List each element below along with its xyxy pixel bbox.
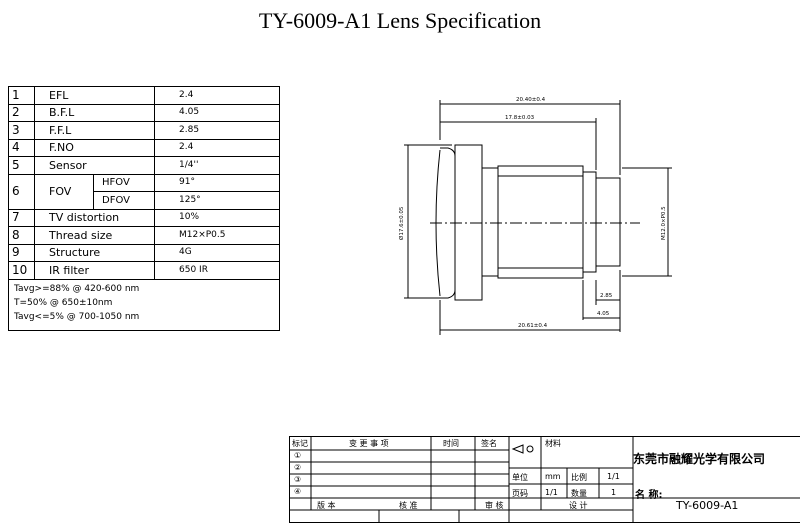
dim-bfl: 4.05 xyxy=(597,311,610,317)
page-title: TY-6009-A1 Lens Specification xyxy=(258,8,542,33)
lens-drawing: 20.40±0.4 17.8±0.03 Ø17.6±0.05 M12.0×P0.… xyxy=(398,97,672,335)
dim-ffl: 2.85 xyxy=(600,293,613,299)
drawing-number: TY-6009-A1 xyxy=(676,499,739,512)
table-row: DFOV 125° xyxy=(9,191,280,210)
dim-overall-top: 20.40±0.4 xyxy=(516,97,546,103)
dim-overall-bottom: 20.61±0.4 xyxy=(518,323,548,329)
table-row: Tavg>=88% @ 420-600 nm T=50% @ 650±10nm … xyxy=(8,278,280,331)
company-name: 东莞市融耀光学有限公司 xyxy=(633,452,766,466)
dim-body-top: 17.8±0.03 xyxy=(505,115,535,121)
table-row: 6 FOV HFOV 91° xyxy=(8,173,280,210)
dim-thread: M12.0×P0.5 xyxy=(661,206,667,240)
title-block: 标记 变 更 事 项 时间 签名 ① ② ③ ④ 材料 单位 mm 比例 1/1… xyxy=(289,436,800,523)
thread-section xyxy=(497,165,584,279)
dim-diameter: Ø17.6±0.05 xyxy=(398,206,405,240)
transmission-notes: Tavg>=88% @ 420-600 nm T=50% @ 650±10nm … xyxy=(8,278,280,331)
projection-symbol xyxy=(526,445,534,453)
